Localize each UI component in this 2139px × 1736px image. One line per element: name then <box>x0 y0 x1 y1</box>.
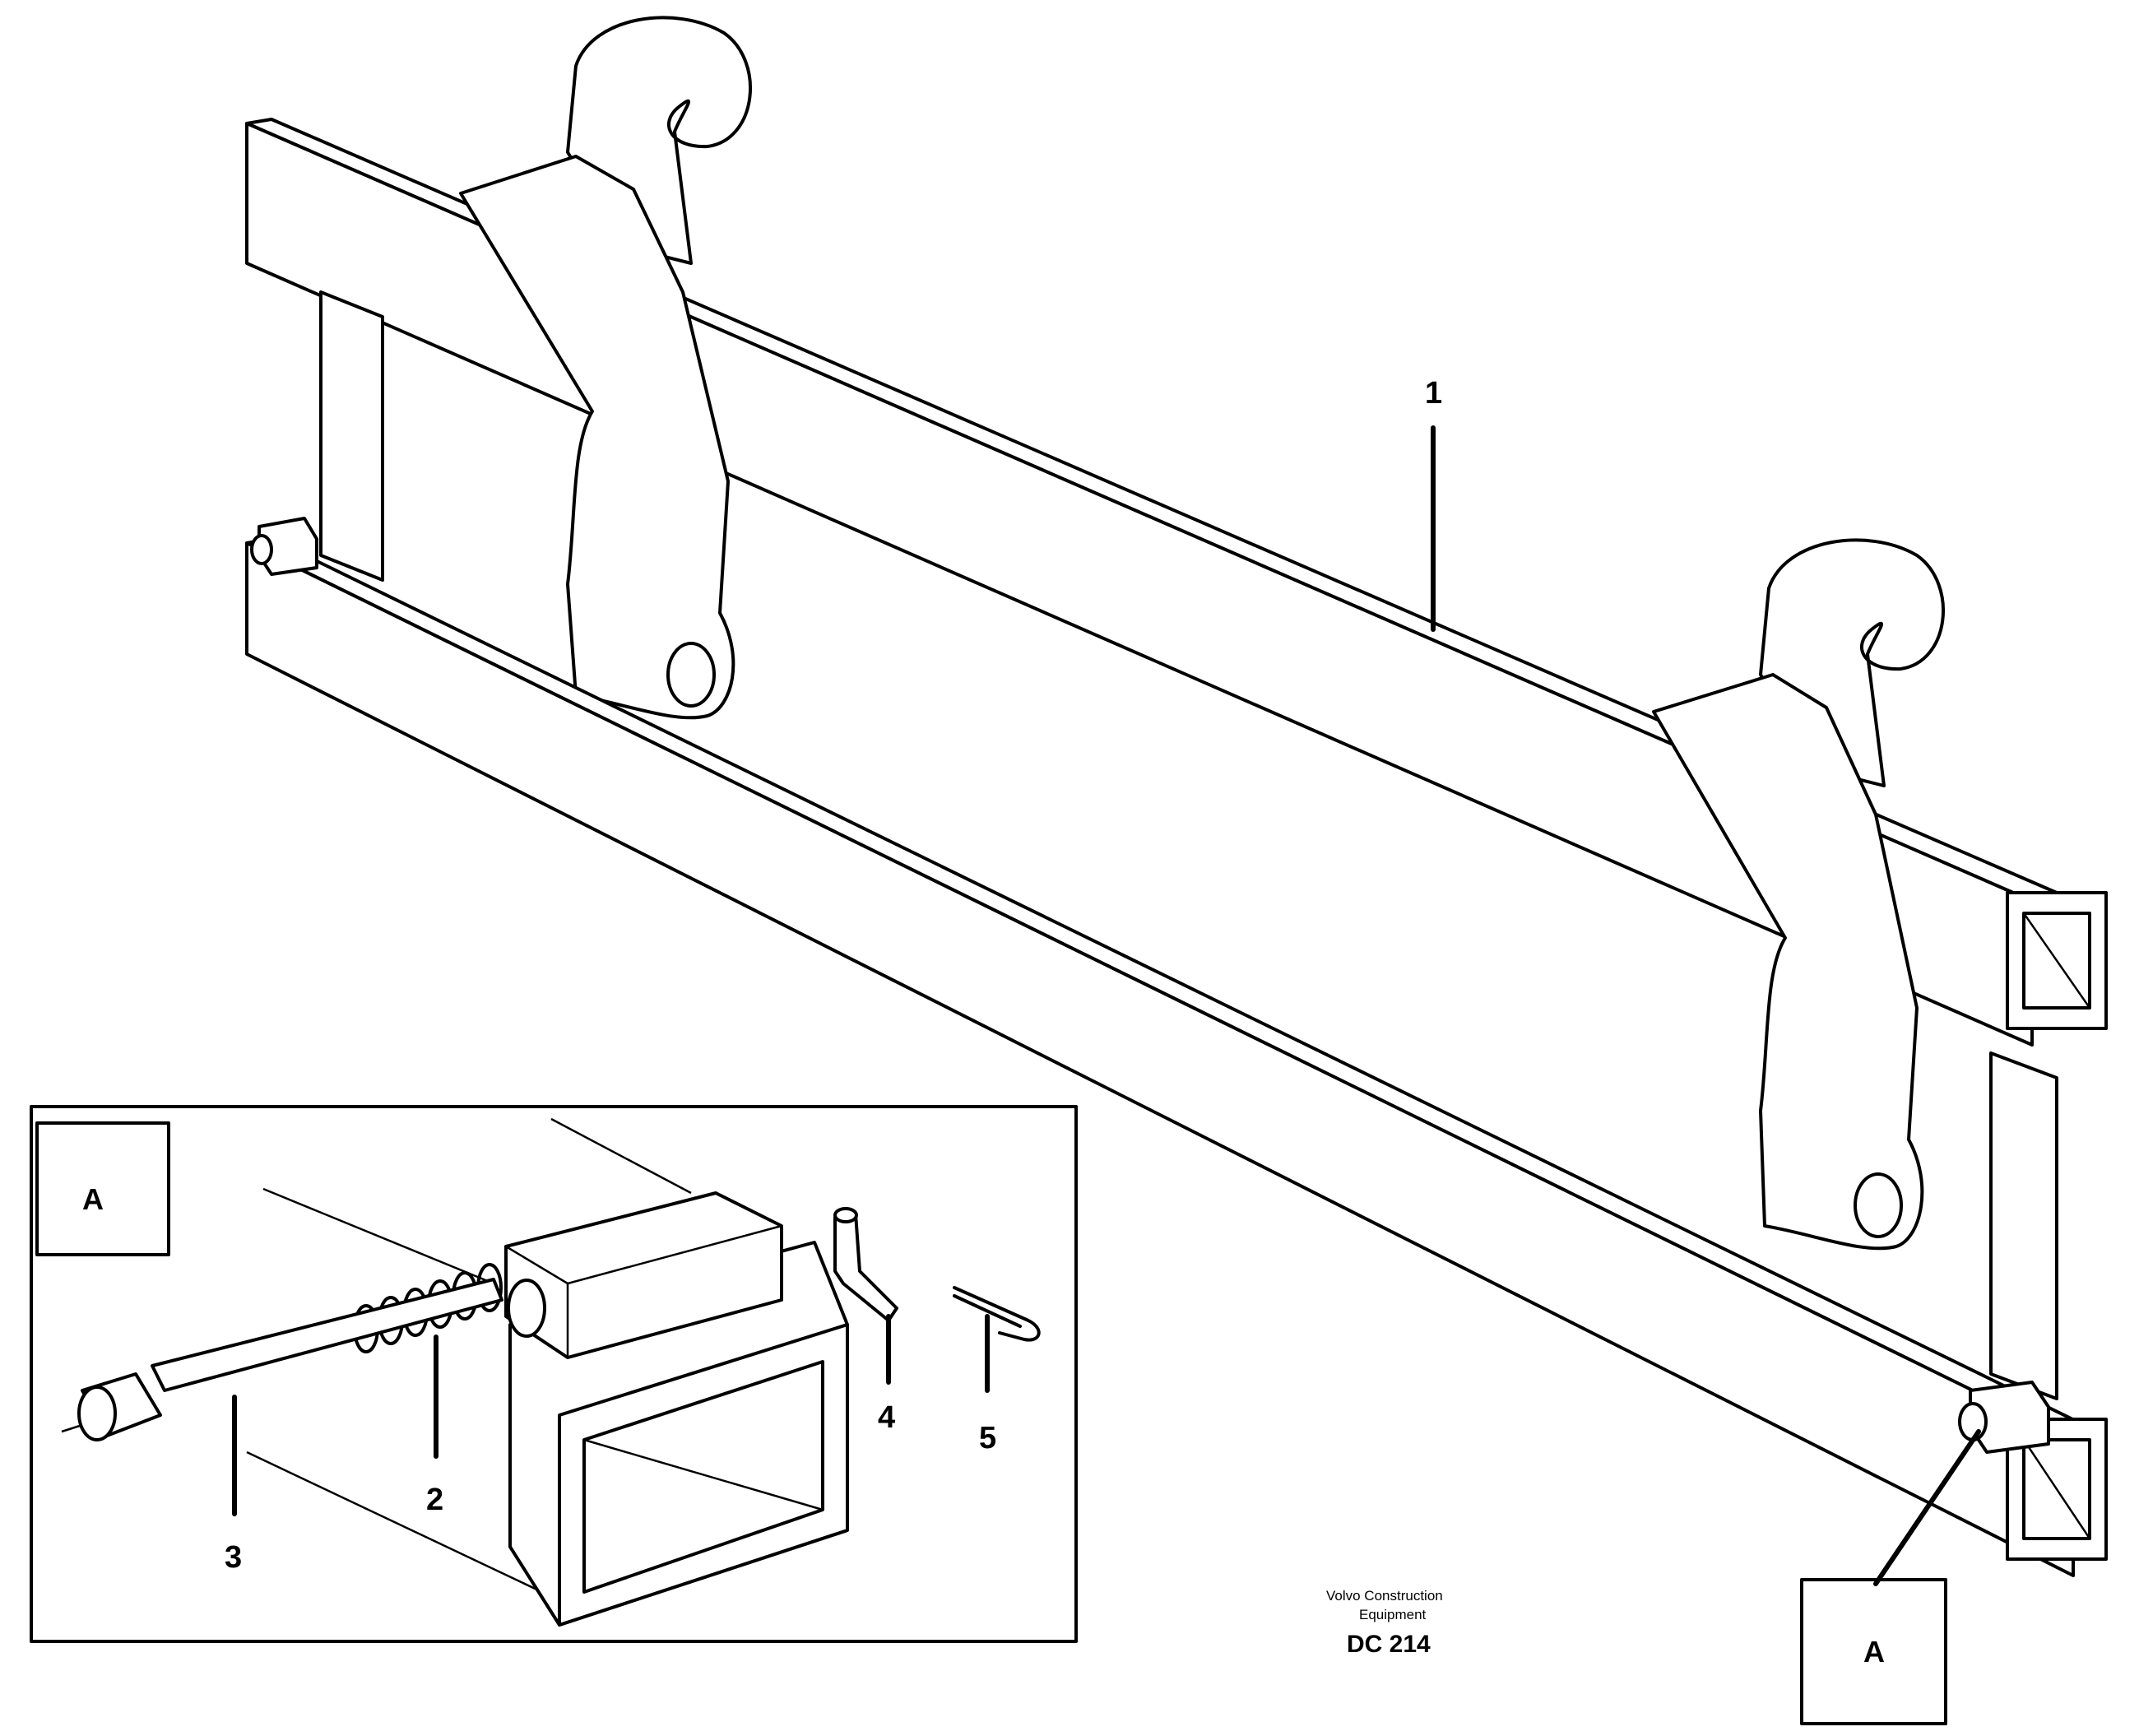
detail-view-a: A <box>30 1105 1078 1643</box>
drawing-code: DC 214 <box>1347 1631 1431 1658</box>
reference-leader <box>1873 1429 1981 1586</box>
callout-4: 4 <box>878 1400 895 1435</box>
latch-pin-end-right <box>1958 1402 1988 1441</box>
callout-5: 5 <box>979 1421 996 1455</box>
detail-label-box <box>35 1121 170 1256</box>
credit-line-1: Volvo Construction <box>1326 1588 1443 1604</box>
lower-beam-front <box>245 541 2075 1577</box>
detail-split-pin <box>953 1286 1041 1342</box>
detail-pin-hole <box>507 1279 546 1338</box>
upright-right <box>1989 1051 2058 1400</box>
reference-box <box>1800 1578 1947 1725</box>
bracket-plate-right <box>1652 673 1924 1251</box>
callout-3: 3 <box>225 1540 242 1575</box>
detail-latch-pin <box>61 1278 503 1441</box>
detail-label: A <box>82 1182 104 1216</box>
latch-pin-end-left <box>250 534 273 565</box>
detail-latch-block <box>504 1191 783 1359</box>
detail-frame <box>30 1105 1078 1643</box>
pin-hole-right <box>1854 1172 1903 1238</box>
attachment-frame <box>245 16 2108 1577</box>
callout-2: 2 <box>426 1483 443 1517</box>
bracket-plate-left <box>459 155 735 720</box>
callout-1: 1 <box>1425 376 1442 411</box>
pin-hole-left <box>666 642 716 708</box>
upright-left <box>319 290 384 582</box>
reference-label: A <box>1863 1635 1885 1669</box>
credit-line-2: Equipment <box>1359 1607 1427 1622</box>
detail-handle <box>833 1212 898 1322</box>
